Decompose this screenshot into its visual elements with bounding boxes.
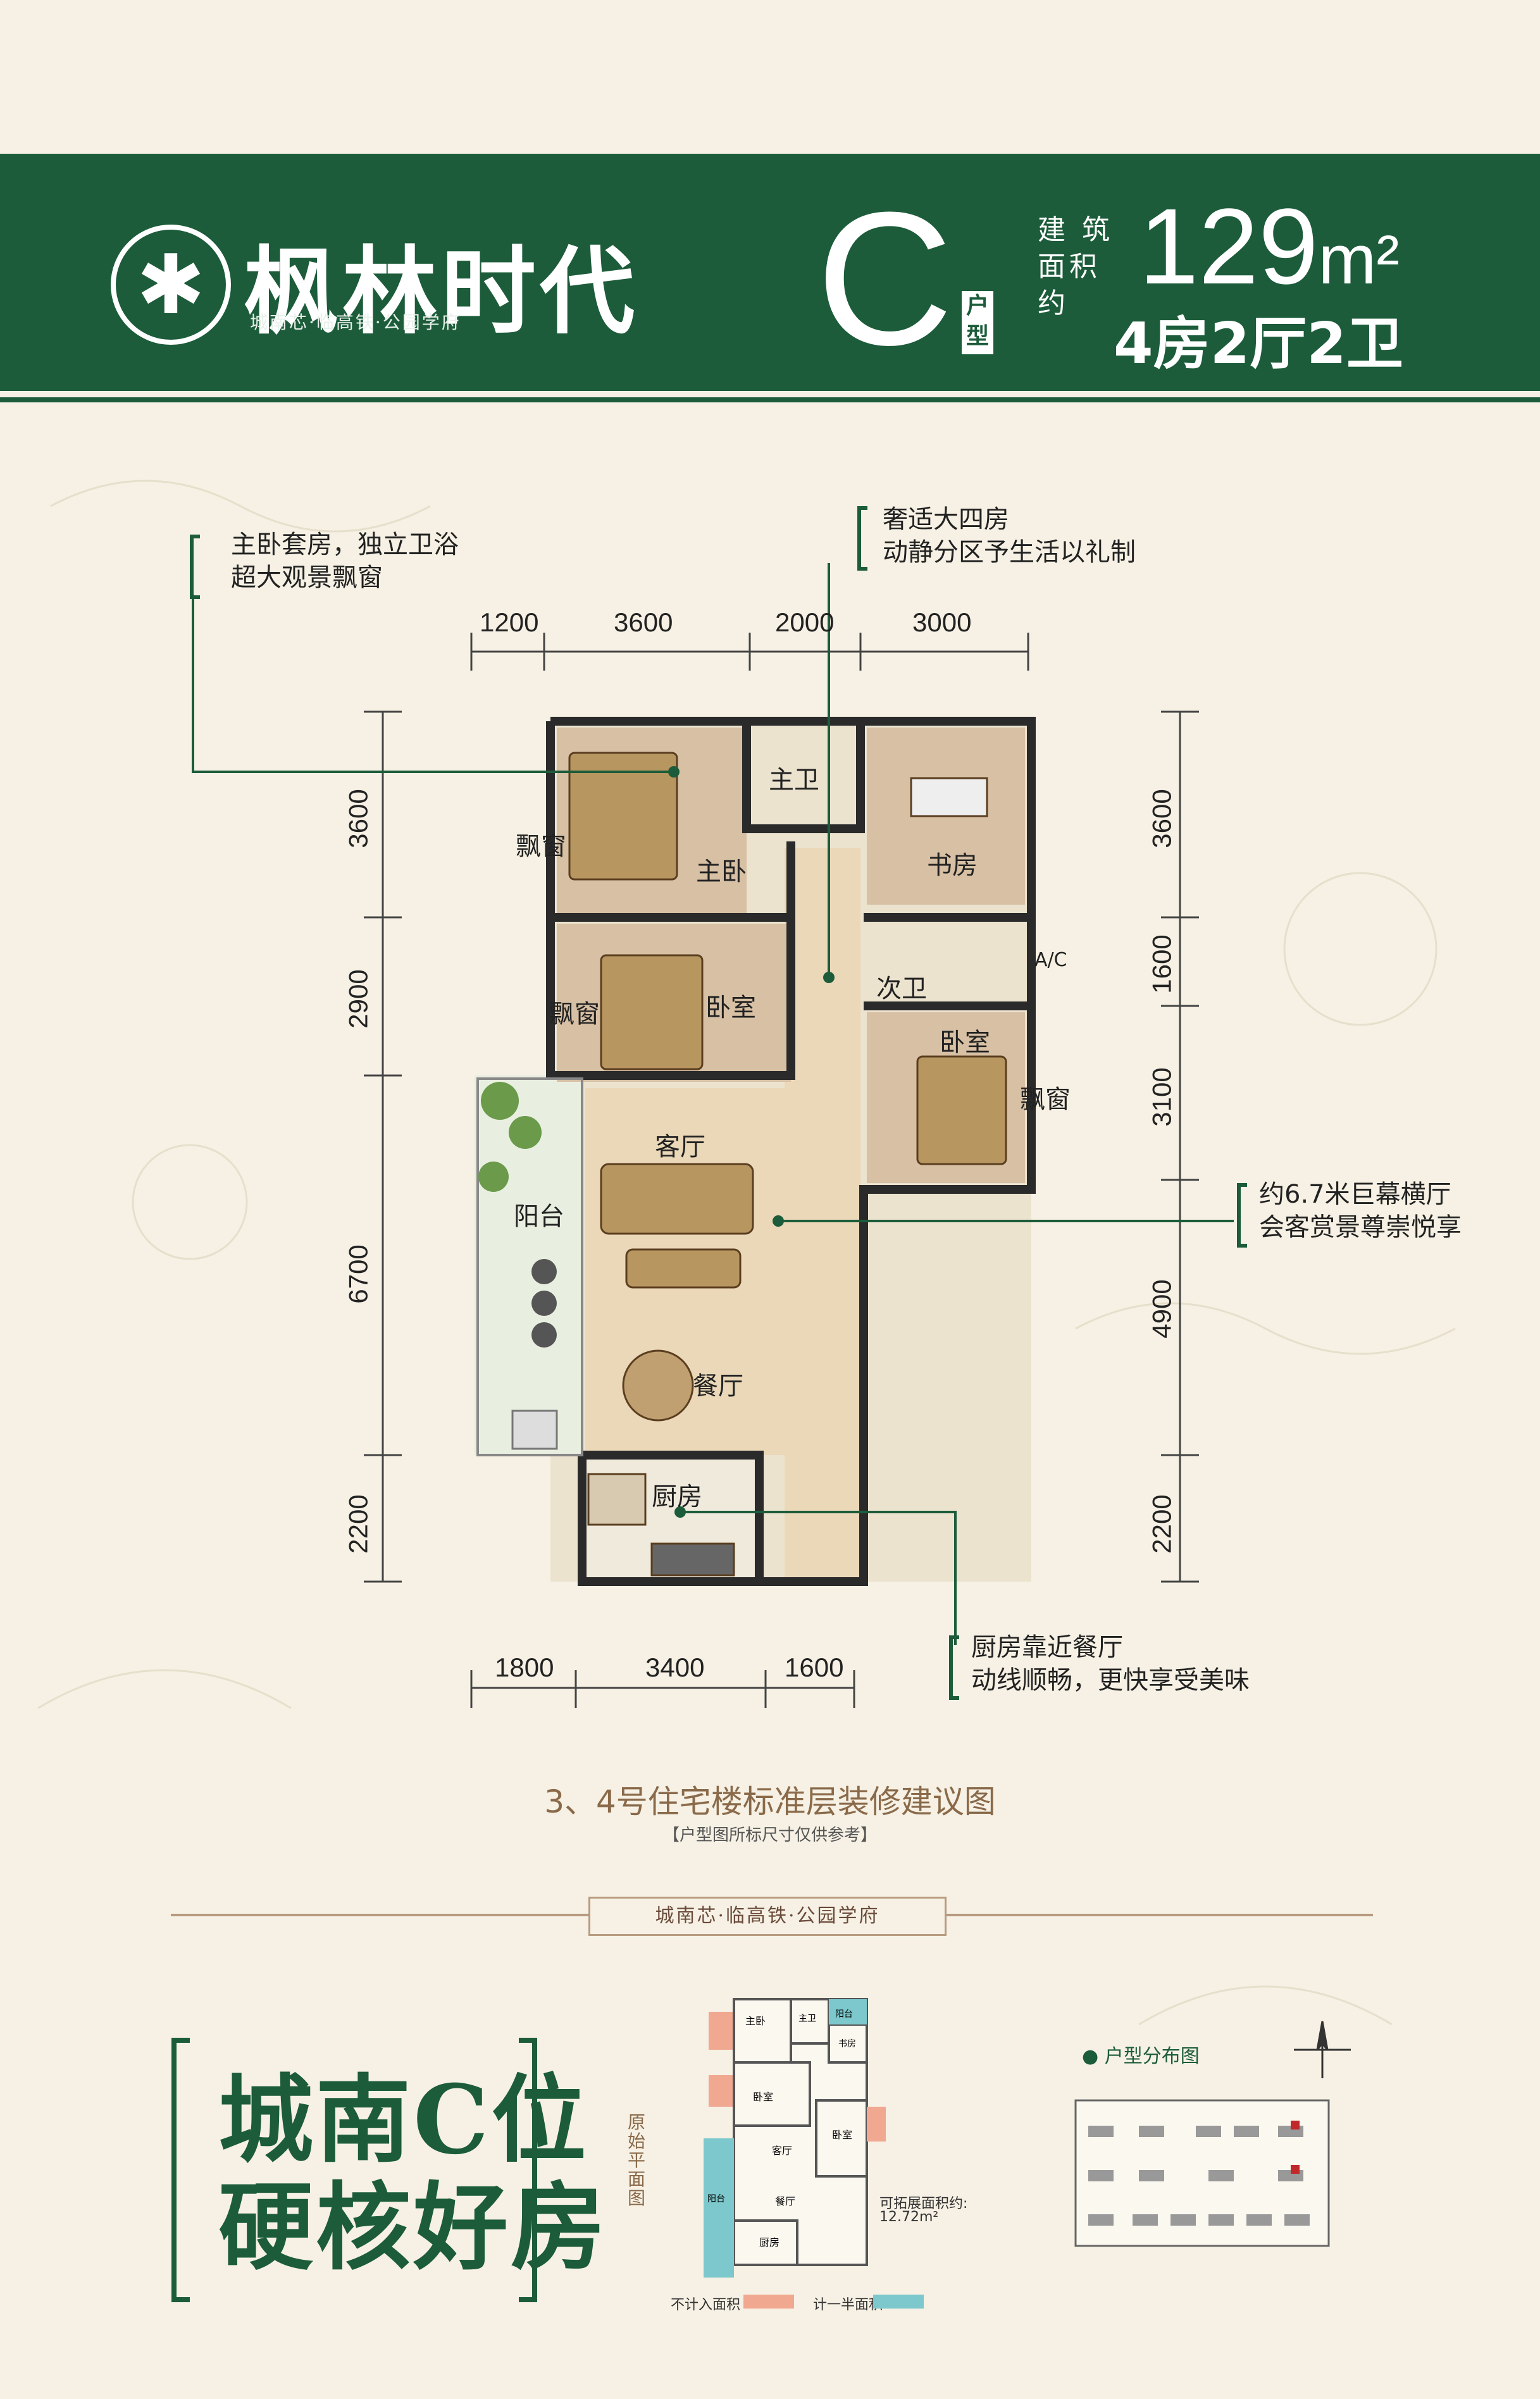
slogan-frame	[171, 2038, 537, 2302]
layout-summary: 4房2厅2卫	[1114, 311, 1403, 377]
plan-title: 3、4号住宅楼标准层装修建议图	[544, 1783, 996, 1820]
callout-kitchen: 厨房靠近餐厅动线顺畅，更快享受美味	[971, 1633, 1250, 1695]
site-map-title: ● 户型分布图	[1082, 2045, 1200, 2067]
svg-text:卧室: 卧室	[832, 2129, 852, 2141]
dim-bottom-2: 3400	[645, 1652, 705, 1682]
callout-bracket	[1237, 1183, 1247, 1248]
area-label: 建 筑 面积约	[1038, 214, 1114, 319]
callout-bracket	[857, 506, 867, 571]
svg-text:阳台: 阳台	[707, 2194, 725, 2204]
logo-icon	[111, 225, 231, 345]
dim-right-3: 3100	[1146, 1067, 1177, 1127]
room-bedroom-2: 卧室	[940, 1028, 990, 1057]
svg-text:客厅: 客厅	[772, 2145, 792, 2157]
site-map	[1074, 2099, 1330, 2247]
room-balcony: 阳台	[514, 1202, 564, 1231]
callout-master: 主卧套房，独立卫浴超大观景飘窗	[231, 530, 459, 592]
dim-top-2: 3600	[614, 607, 673, 637]
dim-bottom-3: 1600	[785, 1652, 844, 1682]
svg-text:书房: 书房	[838, 2039, 856, 2049]
area-value: 129m²	[1139, 187, 1400, 307]
brand-name: 枫林时代	[244, 236, 639, 347]
header-banner	[0, 154, 1540, 391]
dim-right-5: 2200	[1146, 1494, 1177, 1554]
room-bay-window-2: 飘窗	[549, 1000, 600, 1029]
expand-area-value: 12.72m²	[879, 2209, 939, 2225]
room-second-bath: 次卫	[876, 974, 927, 1003]
room-study: 书房	[927, 851, 978, 880]
unit-type-letter: C	[816, 172, 953, 385]
legend-excluded-label: 不计入面积	[671, 2297, 741, 2313]
svg-text:主卧: 主卧	[745, 2015, 766, 2027]
room-bay-window-3: 飘窗	[1020, 1085, 1071, 1114]
brand-slogan: 城南芯·临高铁·公园学府	[250, 312, 461, 333]
room-ac: A/C	[1034, 949, 1067, 971]
plan-note: 【户型图所标尺寸仅供参考】	[662, 1826, 877, 1845]
slogan-line-1: 城南C位	[218, 2064, 589, 2176]
svg-text:餐厅: 餐厅	[775, 2195, 795, 2207]
svg-text:阳台: 阳台	[835, 2009, 853, 2019]
dim-left-2: 2900	[343, 969, 373, 1029]
legend-half-swatch	[873, 2295, 924, 2309]
legend-excluded-swatch	[743, 2295, 794, 2309]
room-bay-window-1: 飘窗	[516, 832, 566, 861]
callout-bracket	[190, 535, 200, 599]
dim-top-3: 2000	[775, 607, 835, 637]
callout-four-rooms: 奢适大四房动静分区予生活以礼制	[883, 505, 1136, 567]
dim-top-4: 3000	[912, 607, 972, 637]
svg-text:主卫: 主卫	[798, 2014, 816, 2024]
dim-right-1: 3600	[1146, 789, 1177, 848]
dim-left-3: 6700	[343, 1244, 373, 1304]
tagline: 城南芯·临高铁·公园学府	[588, 1897, 947, 1936]
dim-left-4: 2200	[343, 1494, 373, 1554]
expand-area-label: 可拓展面积约:	[879, 2196, 968, 2212]
room-master-bed: 主卧	[696, 857, 747, 886]
maple-leaf-icon: ✱	[136, 237, 206, 333]
room-bedroom-1: 卧室	[705, 993, 756, 1022]
original-plan-label: 原始平面图	[627, 2112, 645, 2209]
original-plan: 主卧 主卫 阳台 书房 卧室 卧室 客厅 阳台 餐厅 厨房	[633, 1987, 924, 2353]
dim-top-1: 1200	[480, 607, 539, 637]
slogan-line-2: 硬核好房	[218, 2172, 609, 2283]
legend-half-label: 计一半面积	[813, 2297, 883, 2313]
room-living: 客厅	[655, 1132, 705, 1162]
room-kitchen: 厨房	[652, 1482, 702, 1511]
room-dining: 餐厅	[693, 1372, 743, 1401]
dim-bottom-1: 1800	[495, 1652, 554, 1682]
room-master-bath: 主卫	[769, 766, 819, 795]
dim-left-1: 3600	[343, 789, 373, 848]
header-rule	[0, 397, 1540, 402]
compass-icon	[1294, 2021, 1351, 2078]
dim-right-4: 4900	[1146, 1279, 1177, 1339]
unit-type-tag: 户型	[962, 291, 993, 354]
callout-living: 约6.7米巨幕横厅会客赏景尊崇悦享	[1259, 1180, 1462, 1242]
dim-right-2: 1600	[1146, 934, 1177, 994]
svg-text:卧室: 卧室	[753, 2091, 773, 2103]
svg-text:厨房: 厨房	[759, 2236, 779, 2248]
